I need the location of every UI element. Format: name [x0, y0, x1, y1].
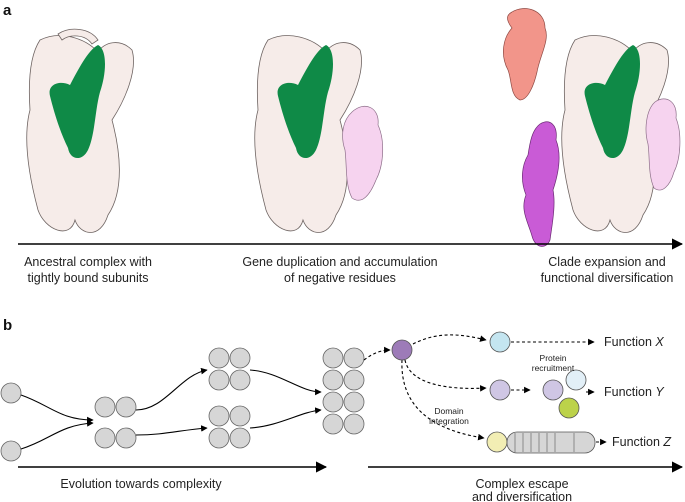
octamer-circle [322, 369, 344, 391]
branch-arrow-z [401, 359, 485, 441]
branch-arrow-y [404, 359, 487, 392]
protein-recruitment-label-line1: Protein [540, 353, 567, 363]
assembly-arrow [249, 369, 322, 396]
function-x-label: Function X [604, 335, 664, 349]
function-y-label: Function Y [604, 385, 665, 399]
diversification-nodes [391, 331, 596, 454]
branch-arrow-x [412, 334, 487, 345]
assembly-arrow [249, 407, 322, 429]
assembly-arrows [20, 367, 322, 450]
stage-2-label-line2: of negative residues [284, 271, 396, 285]
stage-3-label-line2: functional diversification [541, 271, 674, 285]
escape-arrow [363, 346, 391, 361]
tetramer-circle [229, 347, 251, 369]
integrated-domain-circle [486, 431, 508, 453]
octamer-circle [322, 347, 344, 369]
core-green-subunit [584, 45, 640, 159]
domain-integration-label-line1: Domain [434, 406, 464, 416]
light-pink-subunit [342, 106, 383, 201]
dimer-circle [115, 427, 137, 449]
dimer-circle [115, 396, 137, 418]
diversified-complex-structure [503, 8, 681, 247]
function-x-subunit [489, 331, 511, 353]
tetramer-circle [208, 405, 230, 427]
dimer-circle [94, 427, 116, 449]
octamer-circle [343, 391, 365, 413]
magenta-subunit [522, 121, 560, 247]
panel-b-label: b [3, 317, 12, 334]
recruited-blue-partner [565, 369, 587, 391]
diversification-axis-label-line1: Complex escape [475, 477, 568, 491]
octamer-circle [343, 347, 365, 369]
function-y-subunit [489, 379, 511, 401]
recruited-lavender-core [542, 379, 564, 401]
stage-1-label-line1: Ancestral complex with [24, 255, 152, 269]
monomer-circle [0, 440, 22, 462]
assembly-arrow [135, 367, 208, 411]
assembly-arrow [20, 420, 94, 450]
fused-protein-chain [506, 431, 596, 454]
tetramer-circle [229, 369, 251, 391]
core-green-subunit [277, 45, 333, 159]
octamer-circle [343, 413, 365, 435]
octamer-circle [343, 369, 365, 391]
monomer-circle [0, 382, 22, 404]
escape-arrows [363, 334, 607, 446]
ancestral-complex-structure [26, 28, 134, 233]
tetramer-circle [208, 369, 230, 391]
diversification-axis-label-line2: and diversification [472, 490, 572, 502]
complexity-growth-diagram [0, 347, 365, 462]
tetramer-circle [208, 427, 230, 449]
salmon-subunit [503, 8, 547, 101]
tetramer-circle [229, 427, 251, 449]
stage-1-label-line2: tightly bound subunits [28, 271, 149, 285]
tetramer-circle [229, 405, 251, 427]
light-pink-subunit [645, 98, 681, 191]
core-green-subunit [49, 45, 105, 159]
assembly-arrow [135, 425, 208, 436]
recruited-lime-partner [558, 397, 580, 419]
domain-integration-label-line2: integration [429, 416, 469, 426]
complexity-axis-label: Evolution towards complexity [60, 477, 222, 491]
scaffold-loop [57, 28, 99, 45]
octamer-circle [322, 413, 344, 435]
duplicated-complex-structure [254, 35, 383, 233]
assembly-arrow [20, 394, 94, 424]
dimer-circle [94, 396, 116, 418]
escaped-subunit-circle [391, 339, 413, 361]
stage-2-label-line1: Gene duplication and accumulation [242, 255, 437, 269]
function-z-label: Function Z [612, 435, 671, 449]
tetramer-circle [208, 347, 230, 369]
panel-a-label: a [3, 2, 12, 19]
protein-recruitment-label-line2: recruitment [532, 363, 575, 373]
octamer-circle [322, 391, 344, 413]
stage-3-label-line1: Clade expansion and [548, 255, 665, 269]
